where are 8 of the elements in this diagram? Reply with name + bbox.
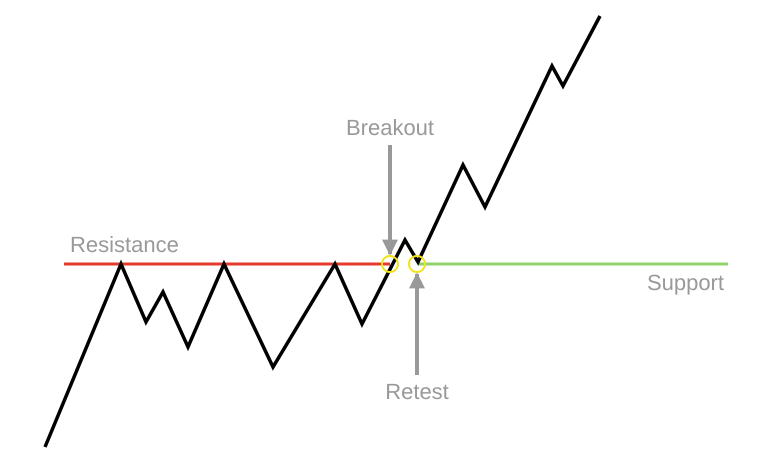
highlight-circle [381, 255, 399, 273]
arrow [409, 272, 425, 375]
arrow [382, 145, 398, 256]
callout-label: Retest [367, 379, 467, 405]
highlight-circle [408, 255, 426, 273]
line-label: Support [646, 270, 724, 296]
line-label: Resistance [70, 232, 179, 258]
callout-label: Breakout [340, 115, 440, 141]
